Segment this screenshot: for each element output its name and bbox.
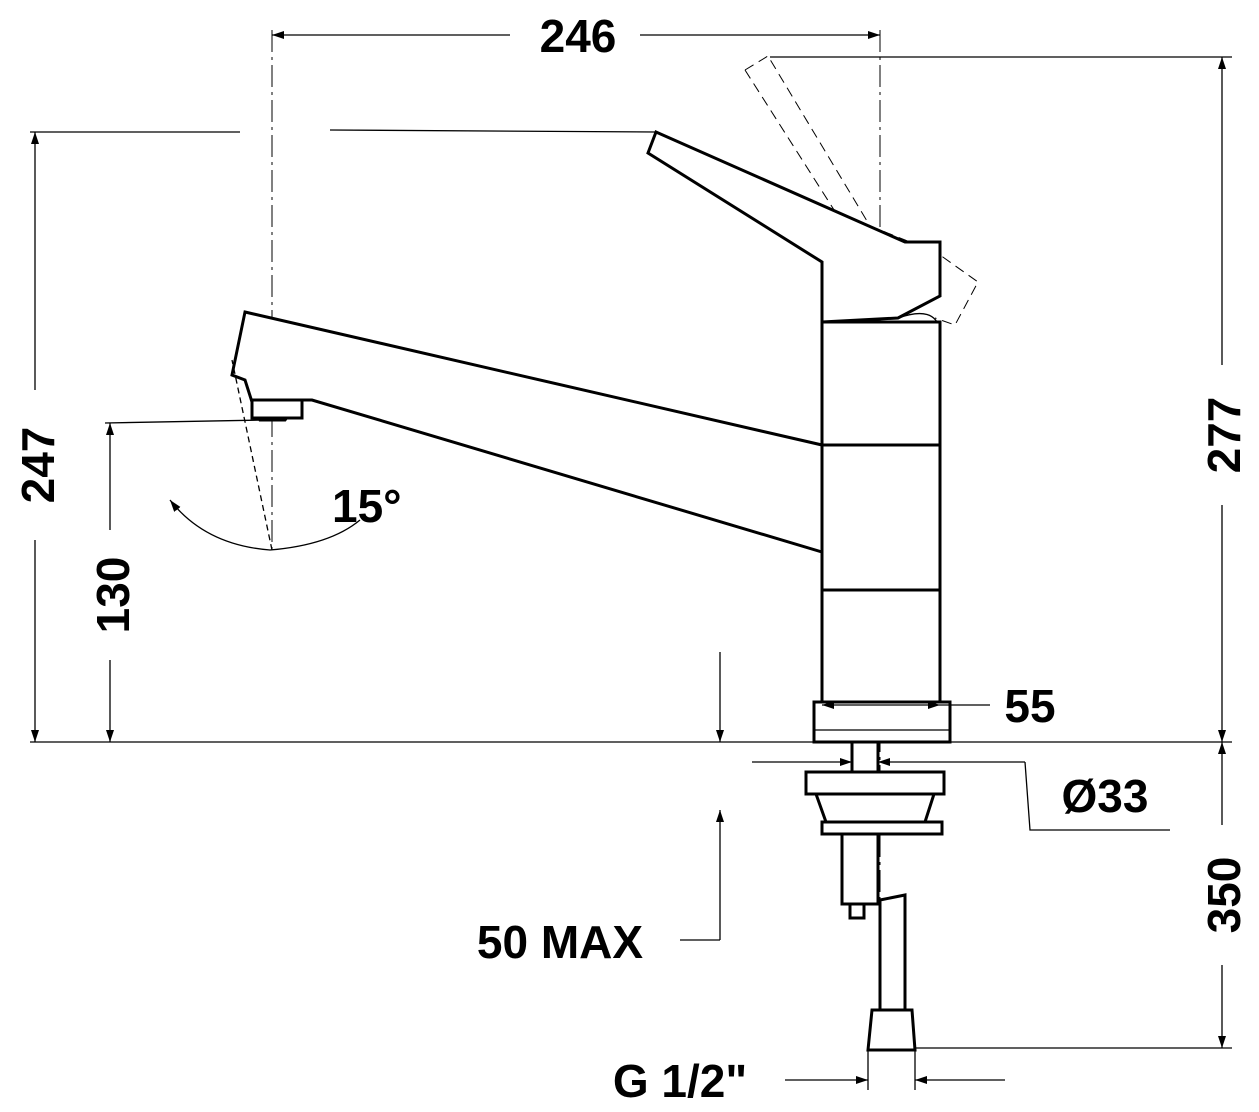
dimension-277: 277 bbox=[770, 56, 1250, 742]
dimension-label-277: 277 bbox=[1198, 397, 1250, 474]
swivel-angle-indicator: 15° bbox=[169, 359, 402, 551]
dimension-label-130: 130 bbox=[87, 557, 139, 634]
dimension-label-246: 246 bbox=[540, 10, 617, 62]
dimension-350: 350 bbox=[915, 742, 1250, 1049]
dimension-label-50-max: 50 MAX bbox=[477, 916, 643, 968]
dimension-counter-thickness: 50 MAX bbox=[477, 652, 724, 968]
angle-label: 15° bbox=[332, 480, 402, 532]
dimension-label-350: 350 bbox=[1198, 857, 1250, 934]
dimension-55: 55 bbox=[822, 680, 1056, 732]
dimension-label-247: 247 bbox=[12, 427, 64, 504]
faucet-body bbox=[812, 320, 952, 744]
dimension-label-55: 55 bbox=[1004, 680, 1055, 732]
dimension-hole-diameter: Ø33 bbox=[752, 758, 1170, 831]
dimension-connection-thread: G 1/2" bbox=[613, 1050, 1005, 1107]
dimension-246: 246 bbox=[272, 10, 880, 62]
mounting-hardware bbox=[804, 740, 946, 1052]
dimension-247: 247 bbox=[12, 129, 657, 742]
spout bbox=[230, 310, 824, 555]
dimension-label-thread: G 1/2" bbox=[613, 1055, 747, 1107]
lever-handle bbox=[646, 129, 942, 324]
dimension-label-hole: Ø33 bbox=[1062, 770, 1149, 822]
dimension-130: 130 bbox=[87, 419, 266, 742]
